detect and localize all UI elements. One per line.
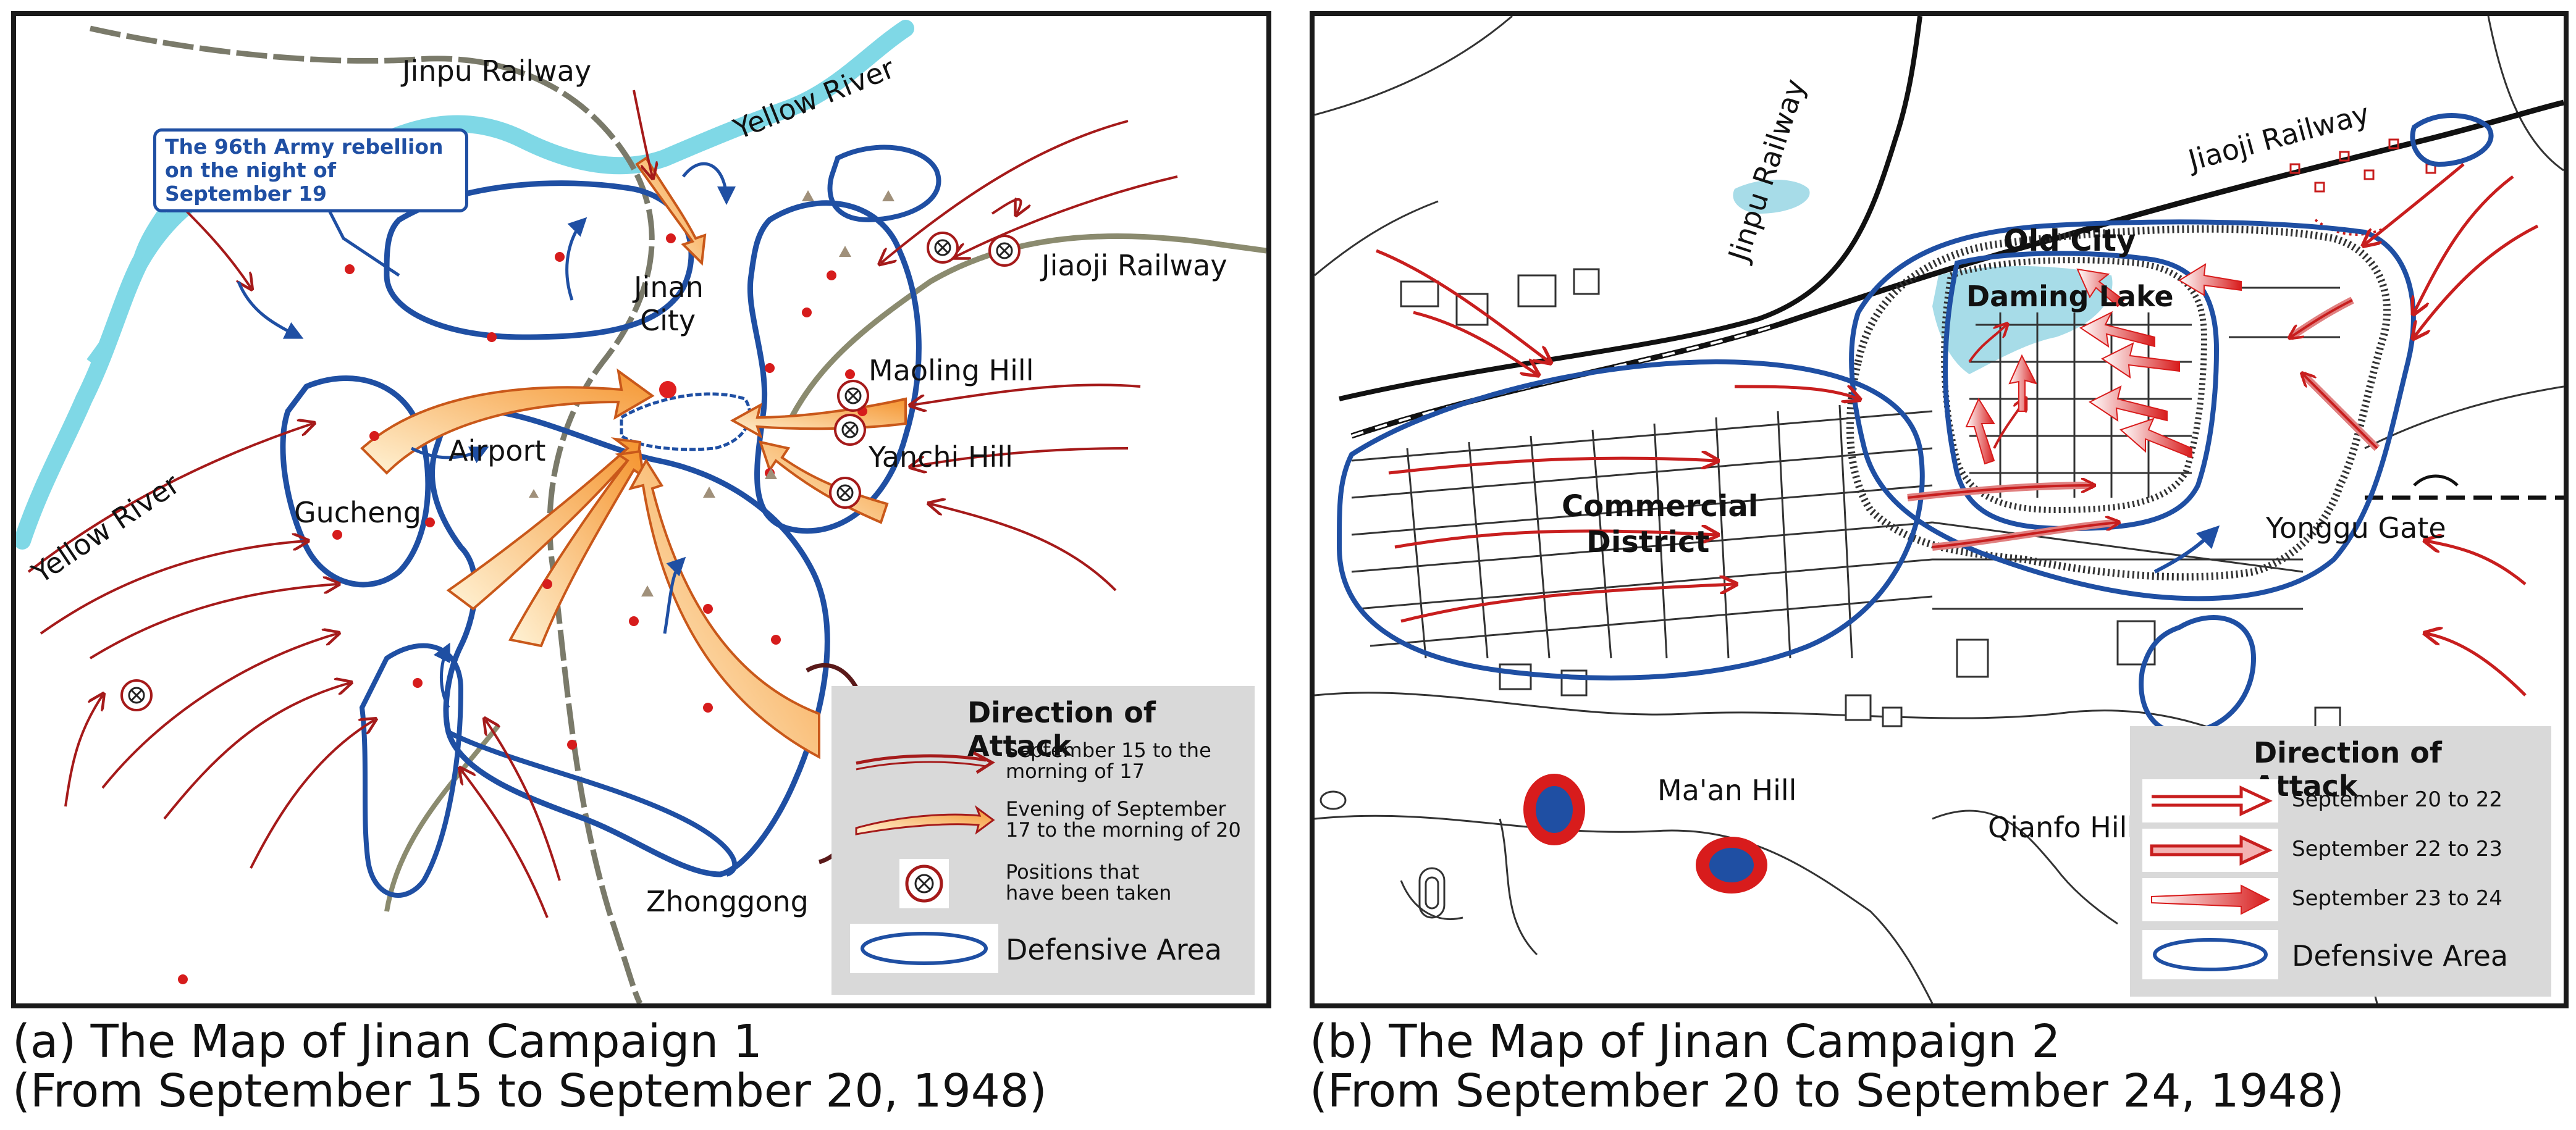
legend-item-a-1: September 15 to the morning of 17 <box>831 735 1255 791</box>
small-pond <box>1733 180 1810 214</box>
defensive-area-zhonggong <box>447 730 738 877</box>
defensive-area-north <box>384 180 694 340</box>
label-airport: Airport <box>448 434 545 467</box>
caption-b-line1: (b) The Map of Jinan Campaign 2 <box>1310 1015 2061 1068</box>
orange-arrow-4 <box>628 458 820 760</box>
caption-a-line1: (a) The Map of Jinan Campaign 1 <box>12 1015 762 1068</box>
label-yellow-river-top: Yellow River <box>728 51 899 146</box>
label-zhonggong: Zhonggong <box>646 885 809 918</box>
legend-item-a-4: Defensive Area <box>831 924 1255 979</box>
caption-b-line2: (From September 20 to September 24, 1948… <box>1310 1064 2344 1118</box>
label-gucheng: Gucheng <box>294 496 421 529</box>
callout-text: The 96th Army rebellion on the night of … <box>165 135 444 206</box>
label-jinpu-railway-a: Jinpu Railway <box>400 54 591 88</box>
orange-arrow-2 <box>446 437 642 611</box>
defensive-areas-b <box>1336 113 2494 736</box>
label-jiaoji-railway-b: Jiaoji Railway <box>2183 97 2373 178</box>
hill-qianfo <box>1696 837 1767 894</box>
label-jinpu-railway-b: Jinpu Railway <box>1721 75 1812 267</box>
legend-item-a-3: Positions that have been taken <box>831 856 1255 911</box>
orange-arrow-5 <box>730 397 907 439</box>
legend-item-a-2: Evening of September 17 to the morning o… <box>831 794 1255 850</box>
hill-maan <box>1523 774 1585 845</box>
caption-a-line2: (From September 15 to September 20, 1948… <box>12 1064 1047 1118</box>
legend-red-arrow-icon <box>856 751 995 774</box>
legend-label-b-1: September 20 to 22 <box>2292 787 2503 812</box>
jinan-city-marker <box>659 381 676 398</box>
legend-solid-arrow-icon <box>2142 878 2278 921</box>
arrows-sept-20-22 <box>1376 163 2539 697</box>
defensive-area-south-b <box>2139 615 2257 736</box>
arrows-sept-22-23-outline <box>1907 299 2378 548</box>
label-yonggu-gate: Yonggu Gate <box>2265 511 2446 545</box>
yonggu-gate-symbol <box>2413 474 2459 487</box>
defensive-area-southwest <box>359 643 464 898</box>
red-position-dots-a <box>178 233 867 984</box>
callout-96th-army: The 96th Army rebellion on the night of … <box>153 128 468 212</box>
legend-label-b-2: September 22 to 23 <box>2292 837 2503 861</box>
legend-label-b-4: Defensive Area <box>2292 939 2509 973</box>
legend-hollow-arrow-icon <box>2142 779 2278 822</box>
jinan-campaign-2-map: Jinpu Railway Jiaoji Railway Old City Da… <box>1315 16 2564 1003</box>
legend-orange-arrow-icon <box>855 805 995 835</box>
legend-pink-arrow-icon <box>2142 829 2278 872</box>
defensive-area-yonggu <box>2410 113 2494 167</box>
legend-label-a-1: September 15 to the morning of 17 <box>1006 739 1211 783</box>
label-maoling-hill: Maoling Hill <box>869 354 1034 387</box>
defensive-area-south <box>429 406 830 877</box>
label-jiaoji-railway-a: Jiaoji Railway <box>1040 249 1227 282</box>
legend-item-b-3: September 23 to 24 <box>2130 876 2551 923</box>
caption-a: (a) The Map of Jinan Campaign 1 (From Se… <box>12 1015 1047 1118</box>
legend-label-a-3: Positions that have been taken <box>1006 860 1172 905</box>
defensive-area-inner-city <box>1943 251 2220 532</box>
arrows-sept-23-24 <box>1965 263 2242 465</box>
old-city-inner-wall <box>1941 257 2208 514</box>
defensive-area-old-city <box>1849 219 2416 601</box>
building-blocks <box>1400 138 2436 734</box>
legend-item-b-1: September 20 to 22 <box>2130 777 2551 824</box>
orange-arrow-1 <box>360 368 655 475</box>
daming-lake <box>1932 266 2113 374</box>
legend-label-a-2: Evening of September 17 to the morning o… <box>1006 797 1241 842</box>
old-city-outer-wall <box>1846 225 2391 581</box>
legend-item-b-2: September 22 to 23 <box>2130 826 2551 873</box>
legend-b: Direction of Attack September 20 to 22 S… <box>2130 726 2551 997</box>
caption-b: (b) The Map of Jinan Campaign 2 (From Se… <box>1310 1015 2344 1118</box>
label-yanchi-hill: Yanchi Hill <box>868 440 1013 474</box>
defensive-area-gucheng <box>280 375 431 588</box>
jiaoji-railway-a <box>785 233 1266 425</box>
map-panel-a: Jinpu Railway Yellow River Yellow River … <box>11 11 1271 1008</box>
label-old-city: Old City <box>2003 224 2136 258</box>
blue-movement-arrows-a <box>237 162 736 709</box>
legend-item-b-4: Defensive Area <box>2130 930 2551 986</box>
legend-a: Direction of Attack September 15 to the … <box>831 686 1255 995</box>
defensive-area-northeast <box>827 144 941 223</box>
map-panel-b: Jinpu Railway Jiaoji Railway Old City Da… <box>1310 11 2569 1008</box>
label-daming-lake: Daming Lake <box>1966 280 2174 313</box>
label-maan-hill: Ma'an Hill <box>1657 774 1796 807</box>
orange-arrow-3 <box>508 450 645 648</box>
defensive-area-icon-b <box>2142 930 2278 979</box>
orange-arrow-7 <box>635 156 707 266</box>
label-qianfo-hill: Qianfo Hill <box>1988 811 2135 844</box>
hill-markers-a <box>529 190 894 596</box>
positions-taken-markers-a <box>120 232 1021 711</box>
legend-label-a-4: Defensive Area <box>1006 933 1223 966</box>
jinpu-railway-a <box>90 25 655 1003</box>
red-attack-arrows-a <box>27 90 1178 918</box>
terrain-small-loops <box>1320 790 1446 919</box>
defensive-area-icon-a <box>850 924 998 973</box>
positions-taken-icon <box>899 859 949 908</box>
legend-label-b-3: September 23 to 24 <box>2292 886 2503 911</box>
defensive-area-commercial <box>1336 359 1925 680</box>
